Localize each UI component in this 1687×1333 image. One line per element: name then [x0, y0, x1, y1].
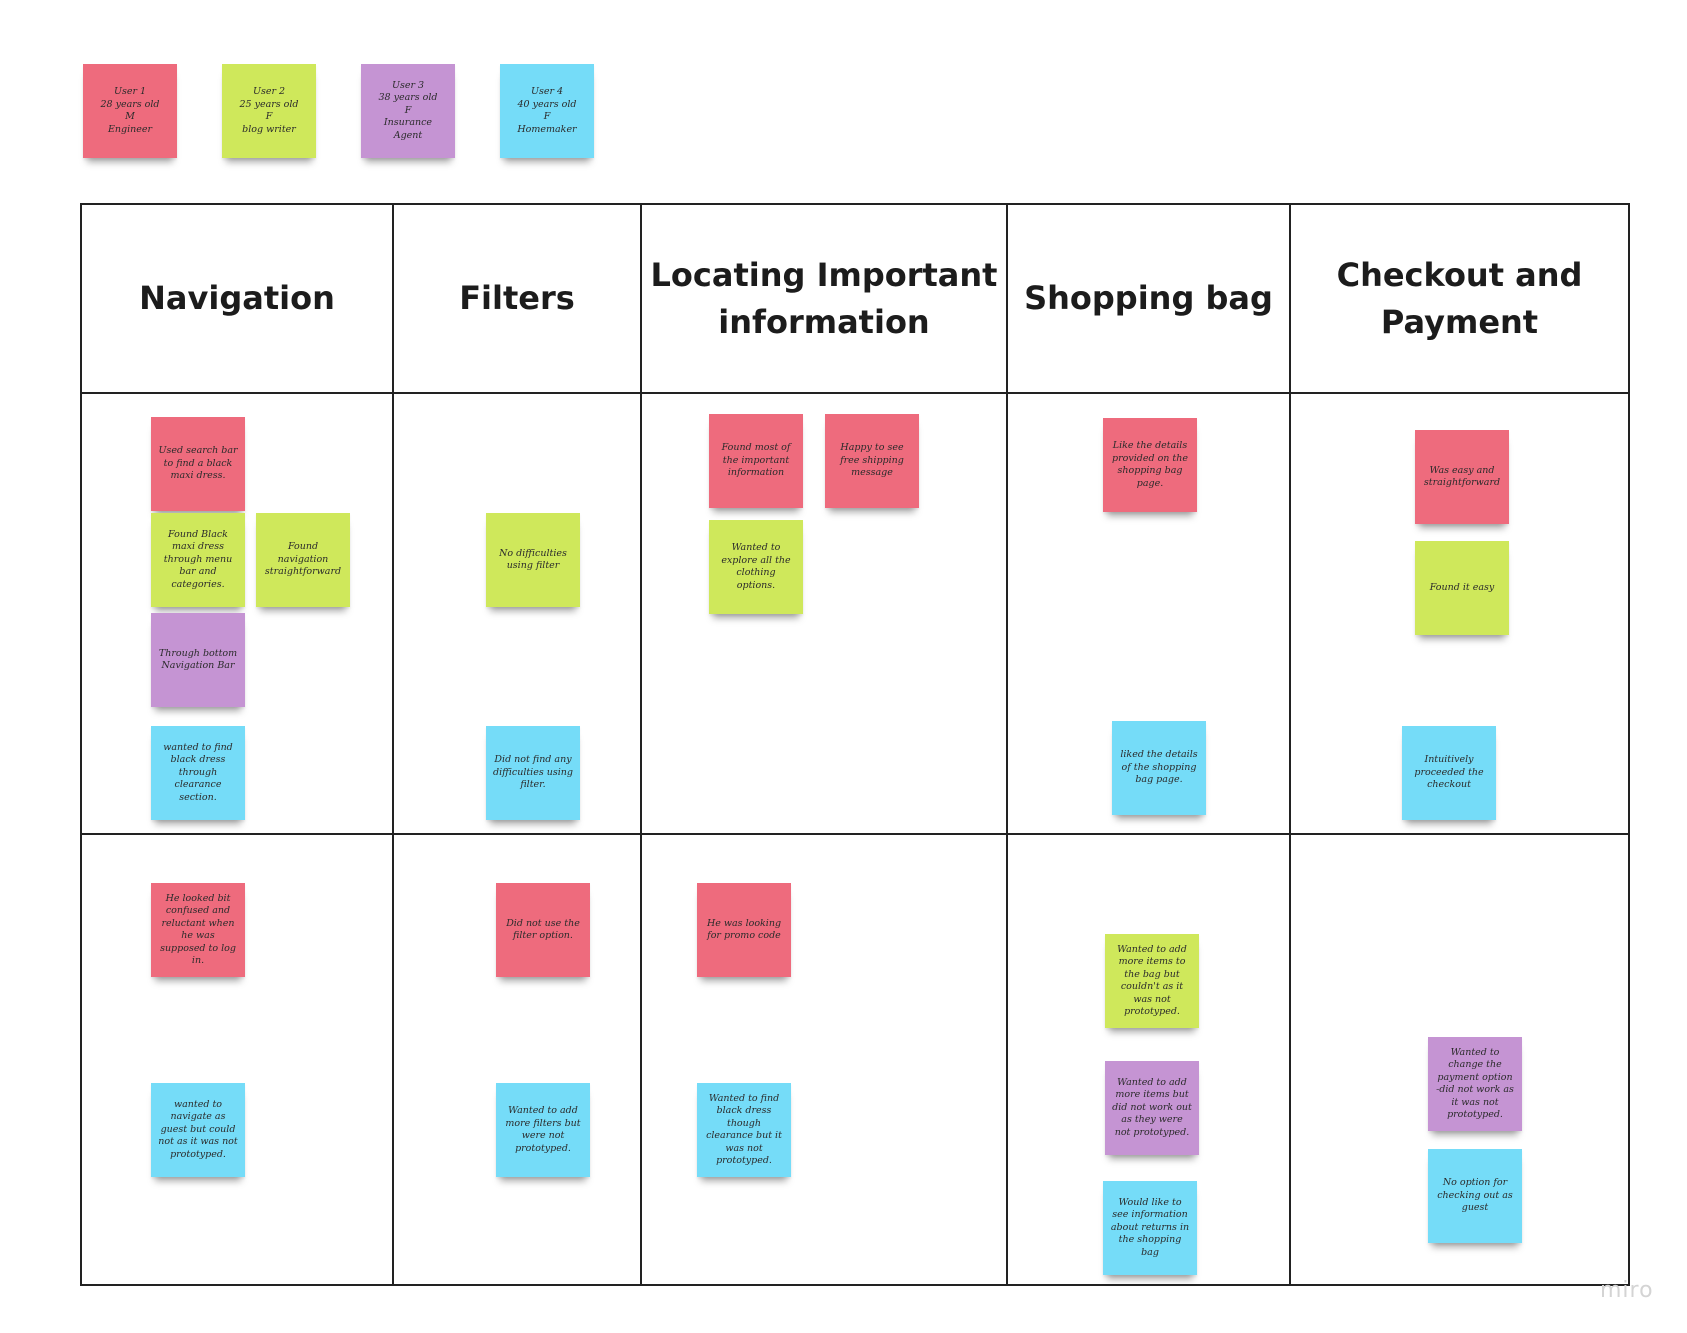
user-1-sticky[interactable]: User 1 28 years old M Engineer: [83, 64, 177, 158]
note-sticky[interactable]: Did not use the filter option.: [496, 883, 590, 977]
column-divider: [392, 203, 394, 1286]
note-sticky[interactable]: Like the details provided on the shoppin…: [1103, 418, 1197, 512]
miro-watermark: miro: [1600, 1278, 1654, 1303]
note-sticky[interactable]: Did not find any difficulties using filt…: [486, 726, 580, 820]
header-locating-information: Locating Important information: [650, 255, 998, 341]
note-sticky[interactable]: Through bottom Navigation Bar: [151, 613, 245, 707]
note-sticky[interactable]: Wanted to explore all the clothing optio…: [709, 520, 803, 614]
affinity-table: [80, 203, 1630, 1286]
header-checkout-payment: Checkout and Payment: [1336, 255, 1583, 341]
user-2-sticky[interactable]: User 2 25 years old F blog writer: [222, 64, 316, 158]
note-sticky[interactable]: Wanted to add more items but did not wor…: [1105, 1061, 1199, 1155]
note-sticky[interactable]: Found it easy: [1415, 541, 1509, 635]
note-sticky[interactable]: No option for checking out as guest: [1428, 1149, 1522, 1243]
note-sticky[interactable]: He was looking for promo code: [697, 883, 791, 977]
header-filters: Filters: [459, 279, 575, 317]
note-sticky[interactable]: No difficulties using filter: [486, 513, 580, 607]
note-sticky[interactable]: Found most of the important information: [709, 414, 803, 508]
note-sticky[interactable]: Found navigation straightforward: [256, 513, 350, 607]
note-sticky[interactable]: Wanted to find black dress though cleara…: [697, 1083, 791, 1177]
column-divider: [1006, 203, 1008, 1286]
user-4-sticky[interactable]: User 4 40 years old F Homemaker: [500, 64, 594, 158]
note-sticky[interactable]: Wanted to add more items to the bag but …: [1105, 934, 1199, 1028]
note-sticky[interactable]: Wanted to change the payment option -did…: [1428, 1037, 1522, 1131]
header-shopping-bag: Shopping bag: [1024, 279, 1273, 317]
note-sticky[interactable]: Wanted to add more filters but were not …: [496, 1083, 590, 1177]
note-sticky[interactable]: wanted to find black dress through clear…: [151, 726, 245, 820]
note-sticky[interactable]: Was easy and straightforward: [1415, 430, 1509, 524]
note-sticky[interactable]: He looked bit confused and reluctant whe…: [151, 883, 245, 977]
row-divider: [80, 392, 1630, 394]
column-divider: [640, 203, 642, 1286]
note-sticky[interactable]: Used search bar to find a black maxi dre…: [151, 417, 245, 511]
note-sticky[interactable]: wanted to navigate as guest but could no…: [151, 1083, 245, 1177]
column-divider: [1289, 203, 1291, 1286]
note-sticky[interactable]: Would like to see information about retu…: [1103, 1181, 1197, 1275]
note-sticky[interactable]: Found Black maxi dress through menu bar …: [151, 513, 245, 607]
note-sticky[interactable]: liked the details of the shopping bag pa…: [1112, 721, 1206, 815]
note-sticky[interactable]: Intuitively proceeded the checkout: [1402, 726, 1496, 820]
row-divider: [80, 833, 1630, 835]
user-3-sticky[interactable]: User 3 38 years old F Insurance Agent: [361, 64, 455, 158]
header-navigation: Navigation: [139, 279, 335, 317]
note-sticky[interactable]: Happy to see free shipping message: [825, 414, 919, 508]
